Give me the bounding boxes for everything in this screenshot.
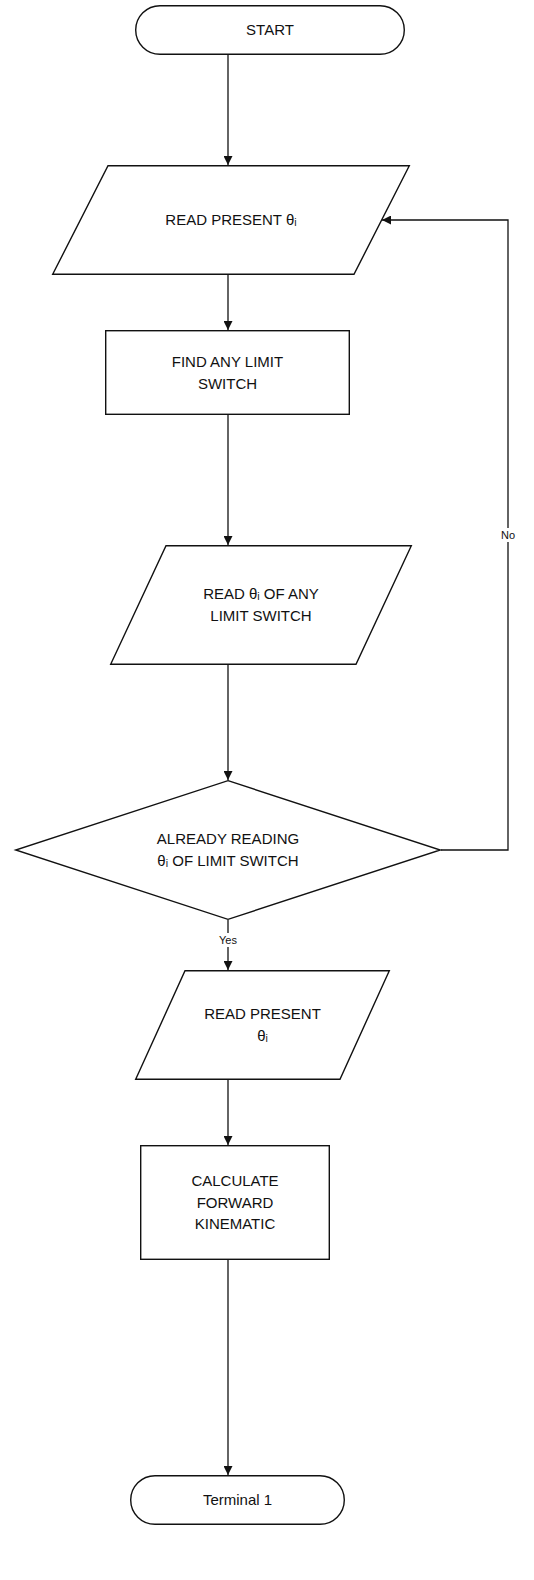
- flow-arrow: [227, 55, 228, 165]
- io-parallelogram-outline: [135, 970, 390, 1080]
- node-label: START: [246, 19, 294, 41]
- node-label: READ θᵢ OF ANY LIMIT SWITCH: [196, 583, 326, 627]
- node-label: CALCULATE FORWARD KINEMATIC: [175, 1170, 295, 1235]
- process-box: CALCULATE FORWARD KINEMATIC: [140, 1145, 330, 1260]
- branch-label: Yes: [217, 933, 239, 947]
- terminal-box: Terminal 1: [130, 1475, 345, 1525]
- io-parallelogram: READ θᵢ OF ANY LIMIT SWITCH: [110, 545, 412, 665]
- node-label: FIND ANY LIMIT SWITCH: [143, 351, 313, 395]
- flow-arrow: [227, 1260, 228, 1475]
- decision-diamond-outline: [15, 780, 441, 920]
- io-parallelogram: READ PRESENT θᵢ: [135, 970, 390, 1080]
- decision-diamond: ALREADY READING θᵢ OF LIMIT SWITCH: [15, 780, 441, 920]
- flow-arrow: [227, 275, 228, 330]
- process-box-outline: [105, 330, 350, 415]
- flow-arrow: [227, 1080, 228, 1145]
- branch-label: No: [499, 528, 517, 542]
- node-label: Terminal 1: [203, 1489, 272, 1511]
- node-label: READ PRESENT θᵢ: [165, 209, 296, 231]
- node-label: ALREADY READING θᵢ OF LIMIT SWITCH: [153, 828, 303, 872]
- flow-arrow: [382, 220, 508, 850]
- io-parallelogram: READ PRESENT θᵢ: [52, 165, 410, 275]
- process-box: FIND ANY LIMIT SWITCH: [105, 330, 350, 415]
- flow-arrow: [227, 415, 228, 545]
- io-parallelogram-outline: [110, 545, 412, 665]
- node-label: READ PRESENT θᵢ: [198, 1003, 328, 1047]
- terminal-box: START: [135, 5, 405, 55]
- flow-arrow: [227, 665, 228, 780]
